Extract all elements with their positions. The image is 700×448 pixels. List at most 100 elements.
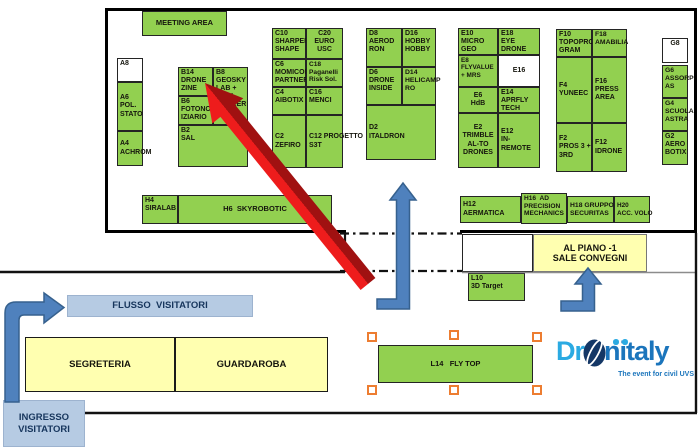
booth-meeting-area: MEETING AREA: [142, 11, 227, 36]
booth-label-line: F10: [559, 31, 572, 38]
booth-label-line: G4: [665, 100, 675, 107]
booth-a8: A8: [117, 58, 143, 82]
booth-label-line: SHAPE: [275, 46, 300, 54]
booth-l14: L14 FLY TOP: [378, 345, 533, 383]
booth-label-line: TECH: [501, 105, 521, 113]
booth-label-line: B2: [181, 127, 190, 134]
booth-label-line: RON: [369, 46, 385, 54]
booth-label-line: REMOTE: [501, 144, 531, 152]
booth-label-line: C20: [318, 30, 331, 37]
booth-label-line: L10: [471, 275, 484, 282]
booth-label-line: D14: [405, 69, 418, 76]
booth-label-line: E16: [512, 66, 526, 74]
booth-label-line: C4: [275, 89, 284, 96]
booth-label-line: AEROD: [369, 38, 395, 46]
booth-white-room: [462, 234, 533, 272]
booth-label-line: C2: [275, 133, 284, 141]
booth-label-line: G8: [670, 40, 680, 47]
booth-label-line: E12: [501, 128, 514, 136]
booth-segreteria: SEGRETERIA: [25, 337, 175, 392]
booth-label-line: GEO: [461, 46, 477, 54]
booth-label-line: POL.: [120, 102, 137, 110]
booth-label-line: H16 AD: [524, 195, 550, 202]
booth-label-line: APRFLY: [501, 97, 529, 105]
booth-label-line: VISITATORI: [18, 423, 70, 435]
booth-label-line: YUNEEC: [559, 90, 589, 97]
booth-label-line: RO: [405, 84, 416, 92]
booth-label-line: B8: [216, 69, 225, 76]
booth-label-line: Paganelli: [309, 68, 338, 76]
booth-label-line: AS: [665, 82, 675, 90]
booth-label-line: IDRONE: [595, 147, 623, 155]
logo-dot-icon: [613, 339, 619, 345]
booth-label-line: HdB: [470, 100, 486, 107]
booth-label-line: 3D Target: [471, 283, 503, 291]
booth-label-line: C16: [309, 89, 322, 96]
booth-label-line: C6: [275, 61, 284, 68]
booth-label-line: FOTONOT: [181, 106, 216, 114]
booth-label-line: H12: [463, 201, 476, 209]
booth-label-line: F18: [595, 31, 607, 38]
booth-label-line: D2: [369, 124, 378, 132]
booth-label-line: STATO: [120, 110, 143, 118]
booth-label-line: E18: [501, 30, 514, 37]
booth-label-line: HOBBY: [405, 46, 431, 54]
booth-label-line: E10: [461, 30, 474, 37]
booth-label-line: LAB +: [216, 85, 237, 93]
booth-label-line: E6: [473, 91, 483, 99]
booth-label-line: ASTRA: [665, 115, 689, 123]
booth-label-line: D16: [405, 30, 418, 37]
booth-g8: G8: [662, 38, 688, 63]
booth-label-line: AL PIANO -1: [563, 242, 617, 253]
booth-label-line: AMABILIA: [595, 38, 629, 46]
globe-icon: [582, 338, 607, 373]
booth-e16: E16: [498, 55, 540, 87]
booth-label-line: + MRS: [461, 71, 481, 79]
booth-label-line: IN-: [501, 136, 511, 144]
booth-label-line: MENCI: [309, 97, 332, 105]
booth-label-line: DRONE: [181, 77, 207, 85]
booth-label-line: EYE: [501, 38, 516, 46]
booth-label-line: GUARDAROBA: [216, 358, 287, 370]
booth-label-line: HELICAMP: [405, 76, 441, 84]
booth-label-line: ITALDRON: [369, 132, 405, 140]
booth-label-line: H20: [617, 202, 629, 210]
booth-h6: H6 SKYROBOTIC: [178, 195, 332, 224]
booth-label-line: INGRESSO: [18, 412, 70, 424]
booth-label-line: AERMATICA: [463, 209, 505, 217]
booth-label-line: D6: [369, 69, 378, 76]
booth-label-line: GRAM: [559, 47, 581, 55]
booth-label-line: ZINE: [181, 85, 197, 93]
booth-label-line: G2: [665, 133, 675, 140]
booth-label-line: EURO: [314, 38, 335, 46]
booth-label-line: SALE CONVEGNI: [552, 253, 628, 263]
